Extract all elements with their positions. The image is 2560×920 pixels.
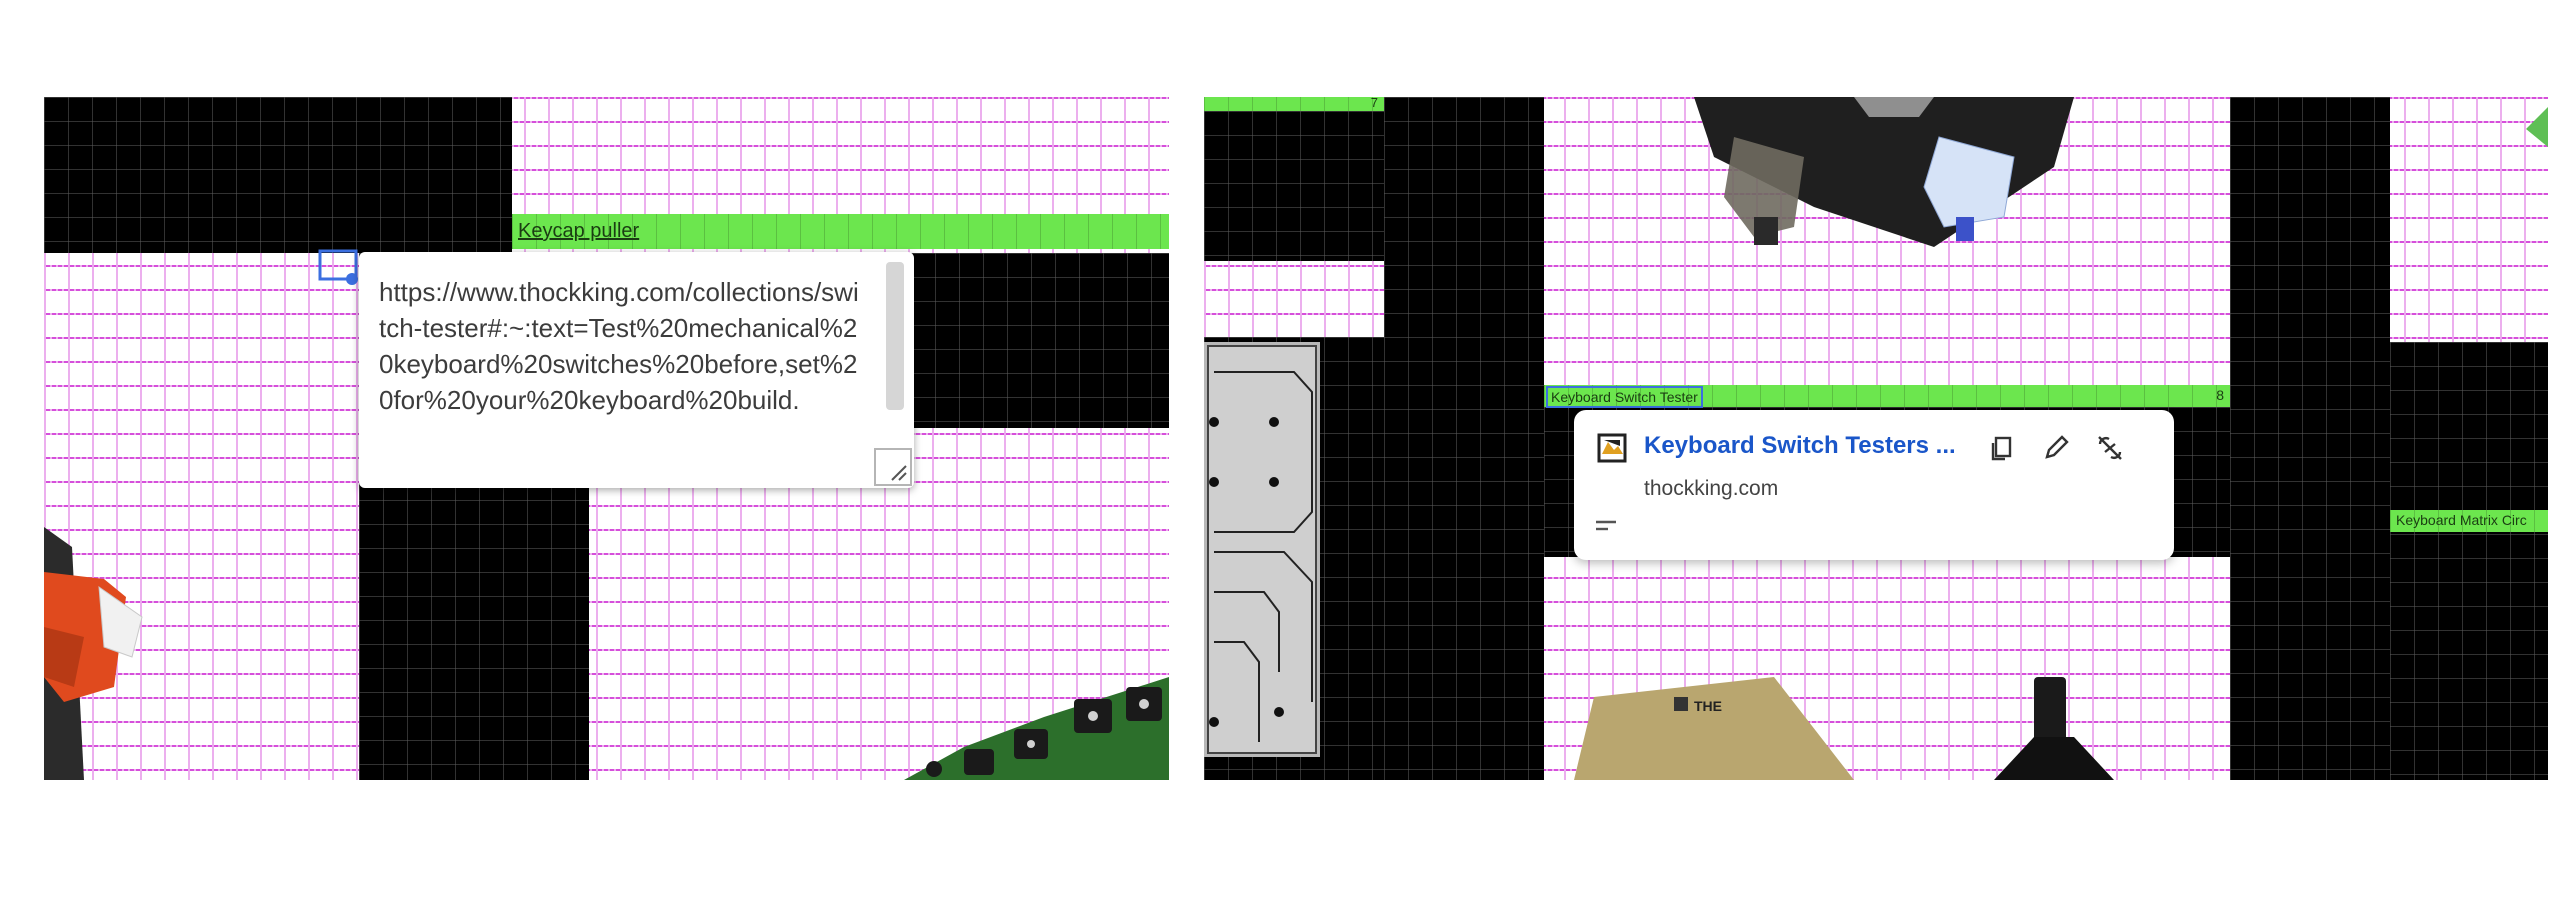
keyboard-switch-tester-bar[interactable]: Keyboard Switch Tester 8 [1544,385,2230,408]
bar-number: 7 [1370,97,1378,110]
url-text[interactable]: https://www.thockking.com/collections/sw… [379,277,859,415]
keyboard-matrix-bar[interactable]: Keyboard Matrix Circ [2390,510,2548,532]
link-domain: thockking.com [1644,477,1779,500]
black-block [2230,97,2390,780]
unlink-icon[interactable] [2092,430,2128,466]
pcb-switches-image [904,677,1169,780]
circuit-board-image [1204,342,1320,757]
keycap-puller-bar[interactable]: Keycap puller [512,214,1169,249]
right-canvas-pane[interactable]: 7 Keyboard Switch Tester 8 [1204,97,2548,780]
left-canvas-pane[interactable]: Keycap puller https://www.thockking.com/… [44,97,1169,780]
black-block [2390,342,2548,780]
url-scrollbar[interactable] [886,262,904,410]
switch-tester-image [1694,97,2074,247]
product-box-text: THE [1694,698,1722,714]
site-favicon-icon [1594,430,1630,466]
keycap-puller-label[interactable]: Keycap puller [518,220,640,242]
black-block [1204,111,1384,261]
product-box-image: THE [1574,677,1854,780]
keycap-puller-image [44,527,143,780]
copy-link-icon[interactable] [1984,430,2020,466]
keyboard-matrix-label[interactable]: Keyboard Matrix Circ [2396,512,2527,528]
black-block [1384,97,1544,780]
notes-icon[interactable] [1592,510,1622,540]
black-block [44,97,512,253]
link-title[interactable]: Keyboard Switch Testers ... [1644,432,1956,459]
selection-handle-icon[interactable] [318,249,362,287]
link-preview-card[interactable]: Keyboard Switch Testers ... thockking.co… [1574,410,2174,560]
url-tooltip[interactable]: https://www.thockking.com/collections/sw… [359,252,914,488]
bar-number: 8 [2216,387,2224,403]
green-bar-top[interactable]: 7 [1204,97,1384,111]
keyboard-stand-image [1994,677,2114,780]
resize-handle-icon[interactable] [874,448,912,486]
keyboard-switch-tester-label[interactable]: Keyboard Switch Tester [1546,386,1703,408]
green-wedge-image [2526,107,2548,147]
edit-link-icon[interactable] [2038,430,2074,466]
